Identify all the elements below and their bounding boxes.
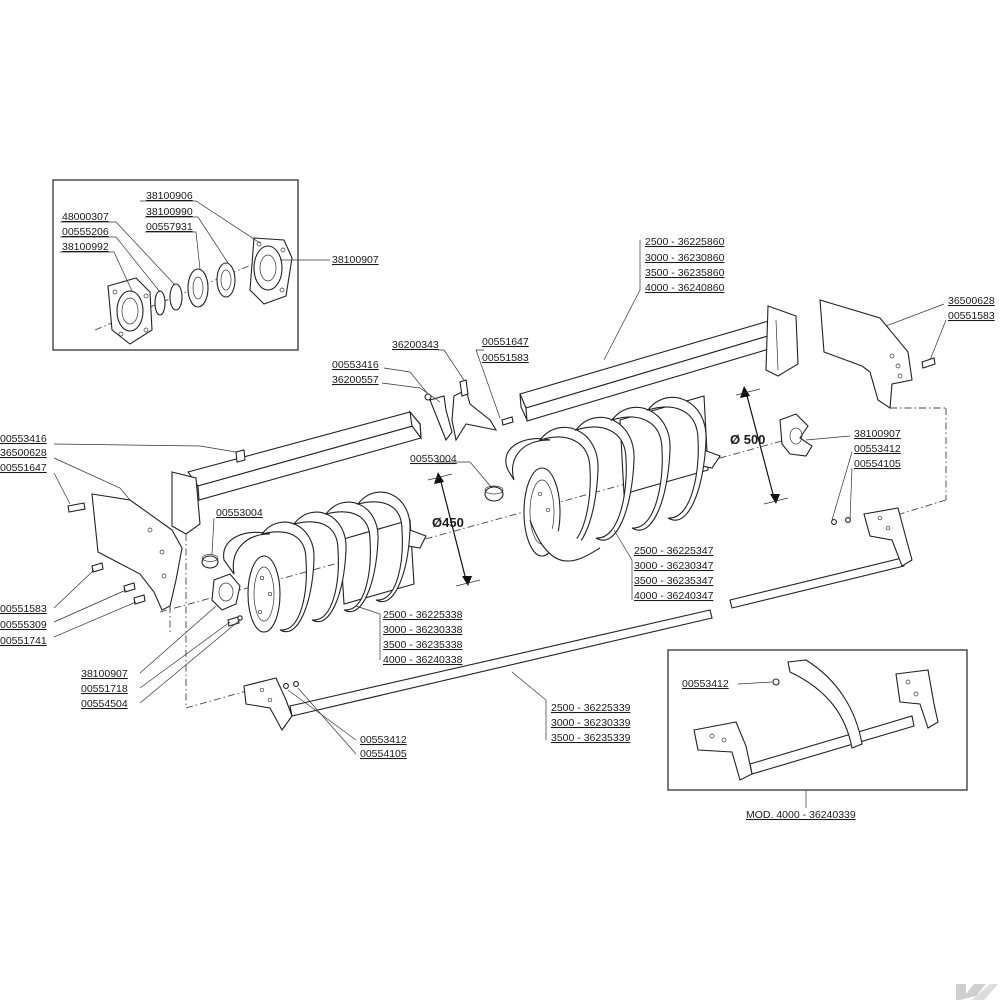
label-mod-4000: MOD. 4000 - 36240339 — [746, 809, 856, 821]
label-38100907-right: 38100907 — [854, 428, 901, 440]
label-36500628-right: 36500628 — [948, 295, 995, 307]
dimension-450-label: Ø450 — [432, 515, 464, 530]
label-large-spiral-3500: 3500 - 36235347 — [634, 575, 714, 587]
label-36500628-left: 36500628 — [0, 447, 47, 459]
inset-bearing-assembly: 38100906 38100990 00557931 48000307 0055… — [52, 179, 379, 351]
label-00554105-right: 00554105 — [854, 458, 901, 470]
label-00554504: 00554504 — [81, 698, 128, 710]
bearing-part — [187, 268, 209, 308]
label-00555309: 00555309 — [0, 619, 47, 631]
label-00554105-lower: 00554105 — [360, 748, 407, 760]
label-lower-bar-3000: 3000 - 36230339 — [551, 717, 631, 729]
label-00557931: 00557931 — [146, 221, 193, 233]
washer-part — [293, 681, 299, 687]
arrow-head — [740, 386, 750, 398]
label-upper-tube-2500: 2500 - 36225860 — [645, 236, 725, 248]
inset-bearing-frame — [52, 179, 299, 351]
label-00553412-right: 00553412 — [854, 443, 901, 455]
label-38100907-left: 38100907 — [81, 668, 128, 680]
label-48000307: 48000307 — [62, 211, 109, 223]
bolt-part — [501, 416, 514, 426]
large-spiral-rotor-part — [505, 395, 721, 562]
label-small-spiral-2500: 2500 - 36225338 — [383, 609, 463, 621]
arrow-head — [462, 576, 472, 586]
label-00551583-right: 00551583 — [948, 310, 995, 322]
label-00551741: 00551741 — [0, 635, 47, 647]
nut-part — [772, 678, 780, 686]
left-bearing-part — [211, 573, 243, 627]
label-large-spiral-4000: 4000 - 36240347 — [634, 590, 714, 602]
label-small-spiral-4000: 4000 - 36240338 — [383, 654, 463, 666]
ring-part — [169, 283, 183, 311]
label-00551583-center: 00551583 — [482, 352, 529, 364]
ring-part — [154, 290, 166, 316]
label-00553004-right: 00553004 — [410, 453, 457, 465]
dimension-line-450 — [439, 477, 467, 581]
label-00553412-lower: 00553412 — [360, 734, 407, 746]
bushing-left-part — [201, 554, 219, 569]
nut-part — [283, 683, 289, 689]
inset-mod-frame — [667, 649, 968, 791]
bushing-right-part — [484, 485, 504, 502]
washer-part — [845, 517, 851, 523]
label-lower-bar-3500: 3500 - 36235339 — [551, 732, 631, 744]
arrow-head — [770, 494, 780, 504]
lower-bar-part — [243, 507, 913, 732]
label-small-spiral-3500: 3500 - 36235338 — [383, 639, 463, 651]
label-upper-tube-3500: 3500 - 36235860 — [645, 267, 725, 279]
bolt-part — [921, 357, 936, 369]
label-00553004-left: 00553004 — [216, 507, 263, 519]
label-lower-bar-2500: 2500 - 36225339 — [551, 702, 631, 714]
label-upper-tube-3000: 3000 - 36230860 — [645, 252, 725, 264]
right-bearing-part — [779, 413, 813, 457]
right-side-plate-part — [819, 299, 936, 409]
flange-part — [107, 277, 153, 345]
seal-part — [216, 262, 236, 298]
label-large-spiral-3000: 3000 - 36230347 — [634, 560, 714, 572]
label-38100992: 38100992 — [62, 241, 109, 253]
bolt-part — [459, 379, 469, 397]
label-00553416-left: 00553416 — [0, 433, 47, 445]
label-00551647-center: 00551647 — [482, 336, 529, 348]
arrow-head — [434, 472, 444, 484]
label-00551583-left: 00551583 — [0, 603, 47, 615]
label-36200557: 36200557 — [332, 374, 379, 386]
center-bracket-part — [424, 379, 514, 442]
label-36200343: 36200343 — [392, 339, 439, 351]
label-small-spiral-3000: 3000 - 36230338 — [383, 624, 463, 636]
label-00553412-inset: 00553412 — [682, 678, 729, 690]
label-38100906: 38100906 — [146, 190, 193, 202]
assembly-line — [185, 689, 251, 709]
bolt-part — [67, 502, 86, 513]
nut-part — [831, 519, 837, 525]
label-38100907: 38100907 — [332, 254, 379, 266]
left-screws-part — [91, 562, 146, 605]
label-00555206: 00555206 — [62, 226, 109, 238]
label-large-spiral-2500: 2500 - 36225347 — [634, 545, 714, 557]
left-side-plate-part — [67, 493, 183, 611]
inset-mod-4000 — [667, 649, 968, 791]
label-00553416-center: 00553416 — [332, 359, 379, 371]
label-38100990: 38100990 — [146, 206, 193, 218]
nut-part — [235, 449, 246, 463]
upper-tube-part — [519, 305, 799, 422]
assembly-line — [899, 499, 947, 515]
flange-part — [249, 237, 293, 305]
left-tube-part — [171, 410, 422, 535]
label-00551718: 00551718 — [81, 683, 128, 695]
small-spiral-rotor-part — [223, 491, 427, 633]
dimension-500-label: Ø 500 — [730, 432, 765, 447]
label-00551647-left: 00551647 — [0, 462, 47, 474]
k-logo-icon — [956, 984, 998, 1000]
label-upper-tube-4000: 4000 - 36240860 — [645, 282, 725, 294]
dimension-line-500 — [745, 391, 775, 499]
